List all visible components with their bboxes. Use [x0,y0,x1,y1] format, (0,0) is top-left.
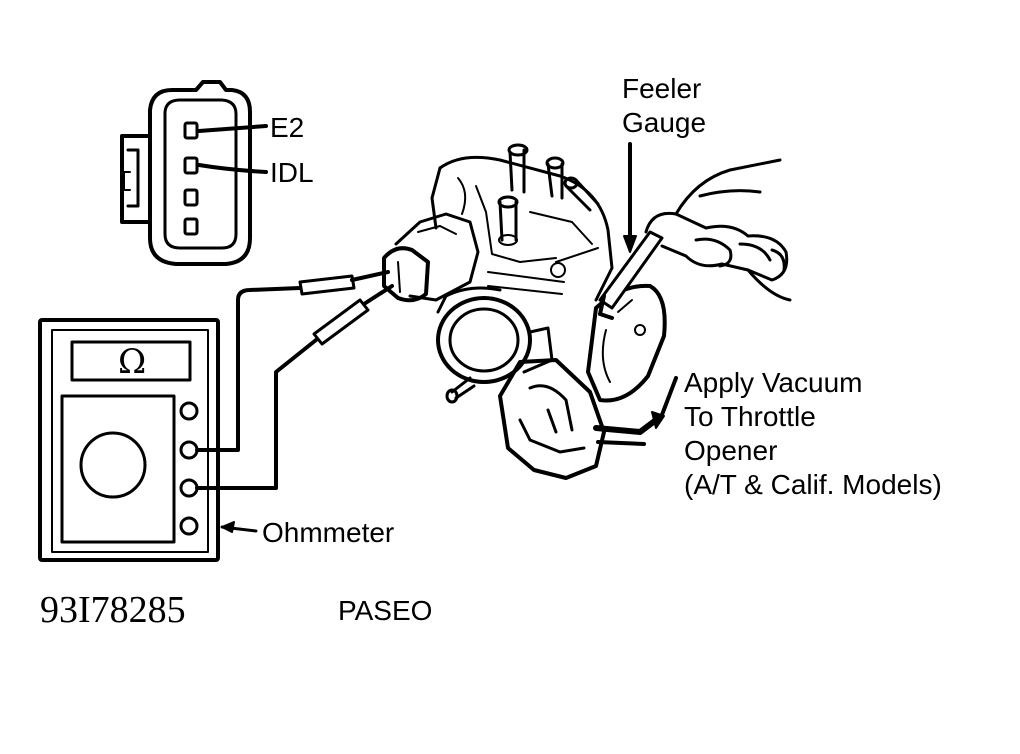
pin-4 [183,217,199,236]
hand-holding-feeler-gauge [644,158,792,302]
meter-symbol: Ω [118,342,146,382]
pin-3 [183,188,199,207]
meter-display [70,340,192,382]
meter-jack-1 [179,401,199,421]
throttle-opener [498,358,606,480]
meter-jack-3 [179,478,199,498]
pointers [623,142,678,429]
test-leads [195,270,394,490]
sensor-connector [120,80,268,266]
pin-idl [183,156,199,175]
model-name: PASEO [338,595,432,626]
label-gauge: Gauge [622,107,706,138]
label-opener: Opener [684,435,777,466]
label-apply-vacuum: Apply Vacuum [684,367,862,398]
throttle-bore [436,296,532,384]
figure-number: 93I78285 [40,589,186,631]
pin-e2 [183,121,199,140]
ohmmeter [38,318,258,562]
meter-jack-4 [179,516,199,536]
selector-dial [79,431,147,499]
feeler-gauge [598,230,664,310]
label-ohmmeter: Ohmmeter [262,517,394,548]
label-feeler: Feeler [622,73,701,104]
label-e2: E2 [270,112,304,143]
label-models: (A/T & Calif. Models) [684,469,942,500]
label-idl: IDL [270,157,314,188]
label-to-throttle: To Throttle [684,401,816,432]
throttle-body [382,143,667,480]
meter-jack-2 [179,440,199,460]
throttle-lever [586,283,667,403]
